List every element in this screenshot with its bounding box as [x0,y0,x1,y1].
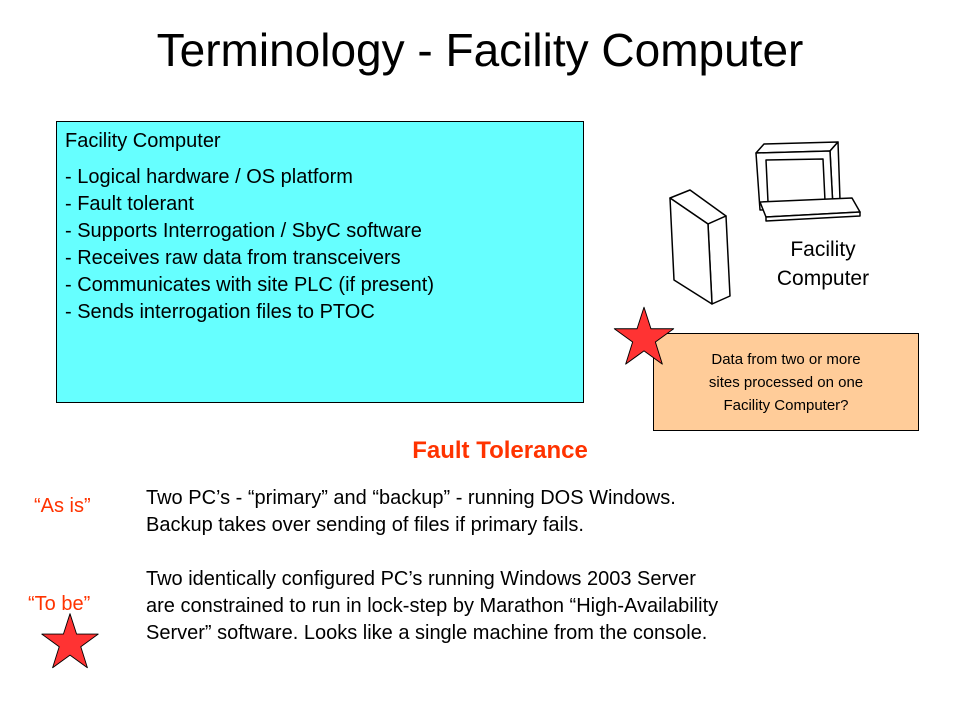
note-line: Data from two or more [711,350,861,368]
star-icon [613,306,675,365]
note-line: Facility Computer? [723,396,849,414]
computer-label: Facility Computer [748,235,898,293]
definition-item: - Sends interrogation files to PTOC [65,301,375,323]
definition-item: - Logical hardware / OS platform [65,166,353,188]
desktop-computer-icon [669,141,861,305]
description-line: Server” software. Looks like a single ma… [146,622,708,644]
definition-item: - Communicates with site PLC (if present… [65,274,435,296]
star-icon [41,613,99,669]
definition-item: - Receives raw data from transceivers [65,247,401,269]
note-line: sites processed on one [708,373,864,391]
description-line: Two identically configured PC’s running … [146,568,696,590]
computer-label-line: Computer [776,267,870,290]
fault-tolerance-heading: Fault Tolerance [412,437,588,464]
question-note-box: Data from two or more sites processed on… [653,333,919,431]
to-be-description: Two identically configured PC’s running … [146,566,936,647]
description-line: Backup takes over sending of files if pr… [146,514,584,536]
slide-title: Terminology - Facility Computer [156,24,804,76]
definition-item: - Supports Interrogation / SbyC software [65,220,422,242]
facility-computer-definition-box: Facility Computer - Logical hardware / O… [56,121,584,403]
computer-label-line: Facility [790,238,856,261]
definition-item: - Fault tolerant [65,193,194,215]
to-be-label: “To be” [28,593,91,615]
definition-list: - Logical hardware / OS platform - Fault… [65,164,583,326]
description-line: are constrained to run in lock-step by M… [146,595,719,617]
definition-heading: Facility Computer [65,130,221,152]
as-is-label: “As is” [34,495,91,517]
description-line: Two PC’s - “primary” and “backup” - runn… [146,487,676,509]
as-is-description: Two PC’s - “primary” and “backup” - runn… [146,485,936,539]
